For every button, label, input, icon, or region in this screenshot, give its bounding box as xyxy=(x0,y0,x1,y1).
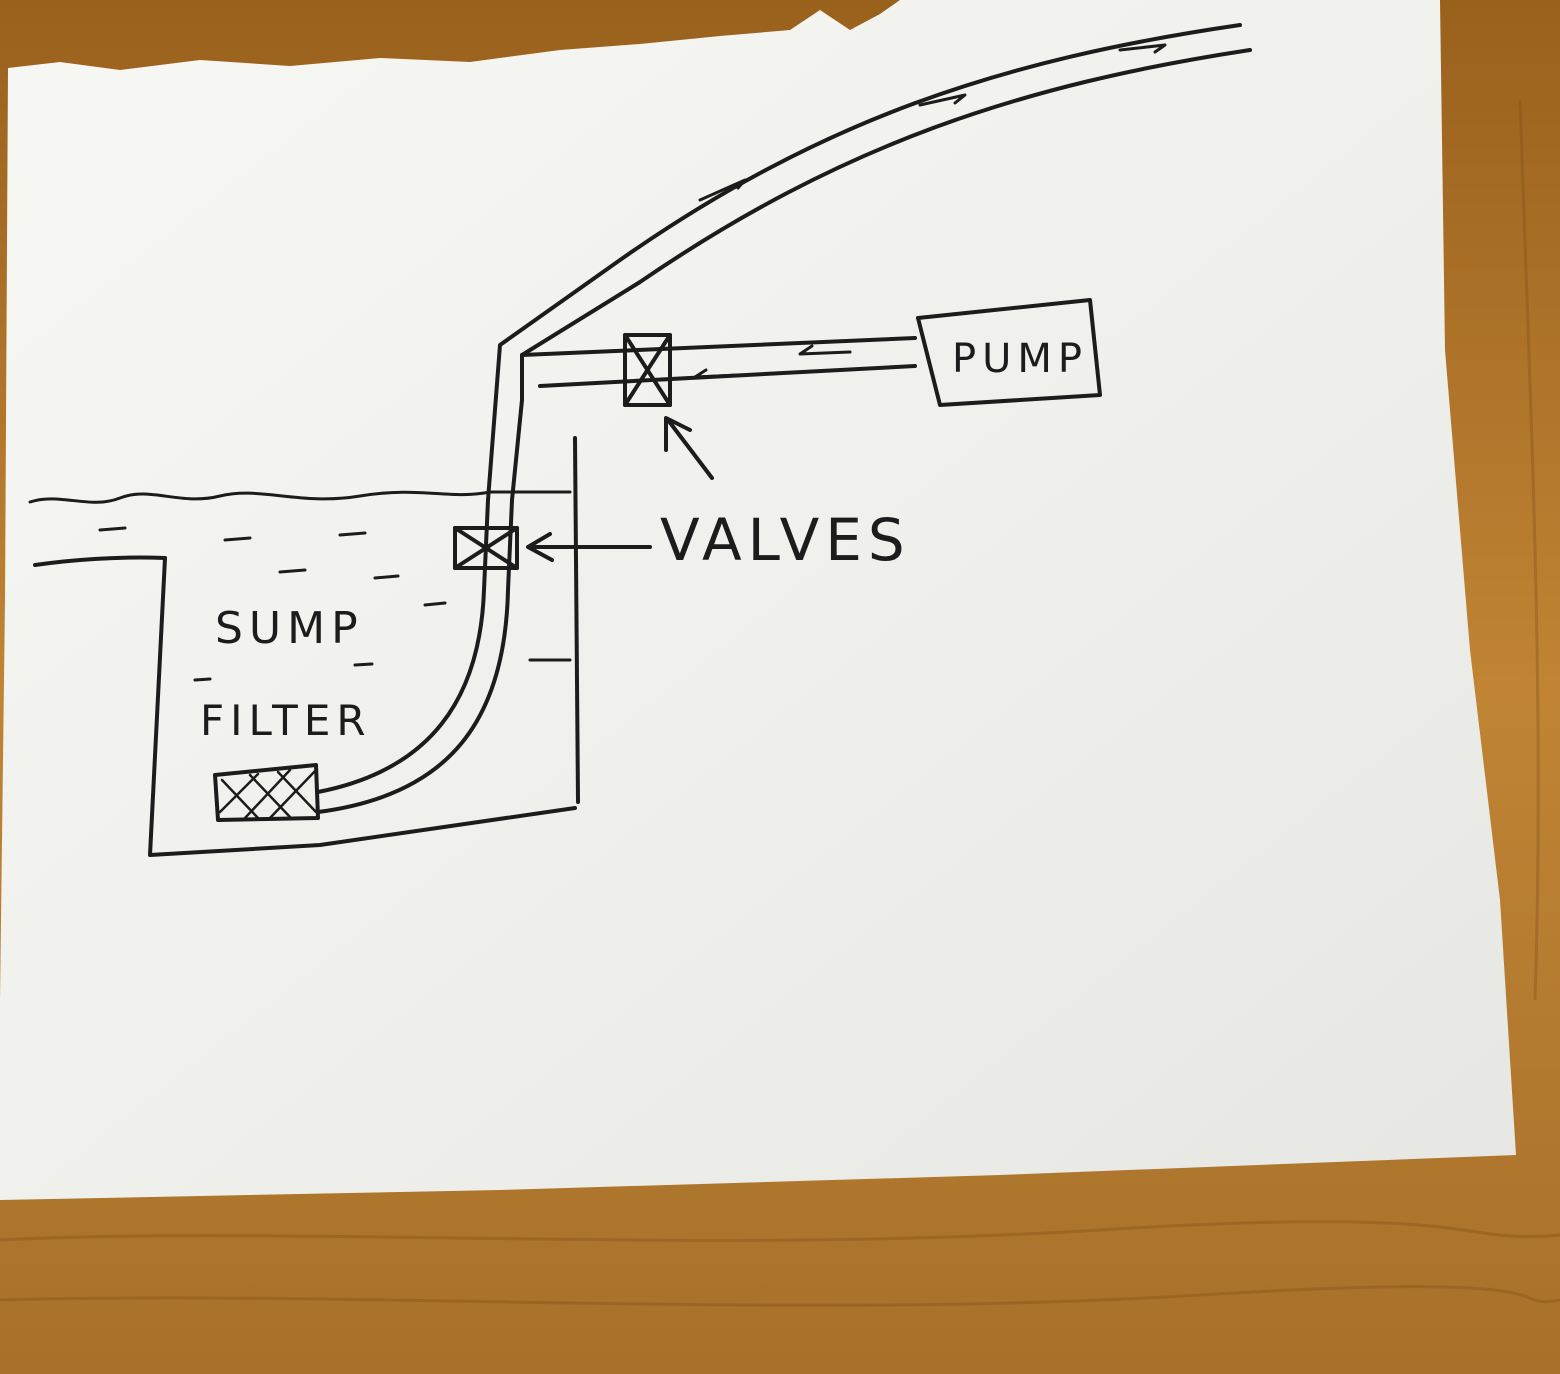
main-pipe-right-wall xyxy=(316,48,1252,814)
upper-valve-icon xyxy=(623,333,672,407)
arrow-to-upper-valve xyxy=(664,416,714,480)
flow-arrows-outlet xyxy=(698,43,1167,202)
filter-label: FILTER xyxy=(200,696,372,745)
pump-pipe-top-wall xyxy=(520,336,917,357)
sump-right-wall xyxy=(573,436,580,804)
sump-left-rim xyxy=(33,555,167,567)
wood-grain xyxy=(0,99,1560,1307)
flow-arrows-pump-pipe xyxy=(693,344,852,379)
sump-outline xyxy=(148,556,577,857)
paper-sheet xyxy=(0,0,1516,1200)
pump-label: PUMP xyxy=(952,336,1088,382)
main-pipe-left-wall xyxy=(316,23,1242,794)
lower-valve-icon xyxy=(453,526,519,570)
arrow-to-lower-valve xyxy=(526,532,652,562)
sump-label: SUMP xyxy=(215,603,364,654)
water-dashes xyxy=(98,526,572,682)
filter-icon xyxy=(213,763,320,822)
water-surface-line xyxy=(28,490,572,504)
pump-box xyxy=(916,298,1102,407)
valves-label: VALVES xyxy=(660,506,911,574)
